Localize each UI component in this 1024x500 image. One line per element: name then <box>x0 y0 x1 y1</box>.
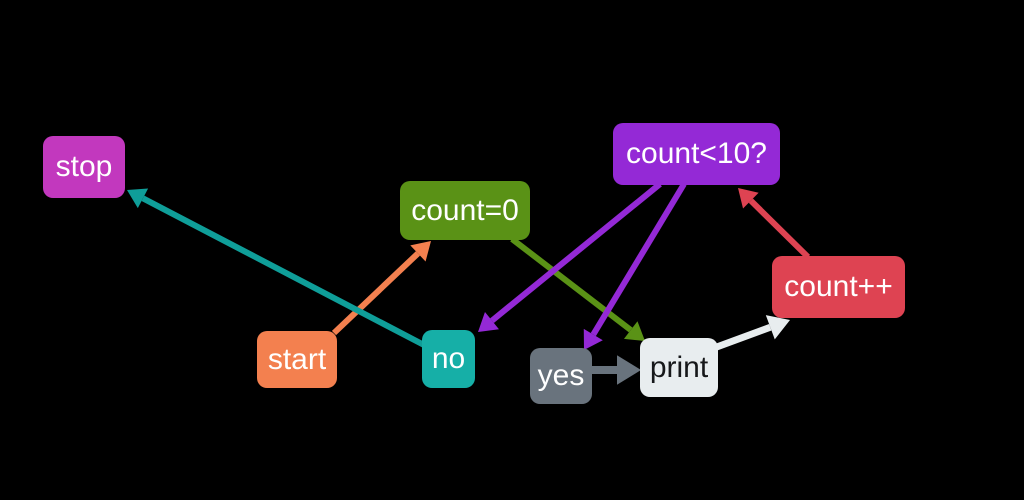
node-label: count<10? <box>626 137 767 170</box>
arrowhead-count-init-to-print <box>623 321 645 341</box>
arrowhead-print-to-increment <box>765 315 790 340</box>
node-no[interactable]: no <box>422 330 475 388</box>
node-label: print <box>649 350 709 384</box>
arrowhead-start-to-count-init <box>410 241 431 262</box>
node-label: count=0 <box>411 193 519 227</box>
edge-increment-to-condition <box>748 198 811 260</box>
node-label: stop <box>55 150 113 183</box>
node-stop[interactable]: stop <box>43 136 125 198</box>
arrowhead-condition-to-no <box>478 312 499 332</box>
edge-condition-to-yes <box>590 182 687 337</box>
node-label: yes <box>537 359 585 392</box>
node-increment[interactable]: count++ <box>772 256 905 318</box>
edge-start-to-count-init <box>331 251 421 336</box>
arrowhead-yes-to-print <box>617 355 641 385</box>
arrowhead-condition-to-yes <box>583 328 603 350</box>
node-print[interactable]: print <box>640 338 718 397</box>
node-start[interactable]: start <box>257 331 337 388</box>
edge-no-to-stop <box>141 195 426 348</box>
node-label: count++ <box>784 270 893 303</box>
node-yes[interactable]: yes <box>530 348 592 404</box>
arrowhead-increment-to-condition <box>738 188 759 209</box>
arrowhead-no-to-stop <box>127 188 149 209</box>
node-count-init[interactable]: count=0 <box>400 181 530 240</box>
edge-count-init-to-print <box>510 236 633 333</box>
node-label: start <box>267 342 327 376</box>
node-condition[interactable]: count<10? <box>613 123 780 185</box>
edge-print-to-increment <box>712 323 772 352</box>
edge-condition-to-no <box>490 181 662 323</box>
node-label: no <box>431 342 466 375</box>
